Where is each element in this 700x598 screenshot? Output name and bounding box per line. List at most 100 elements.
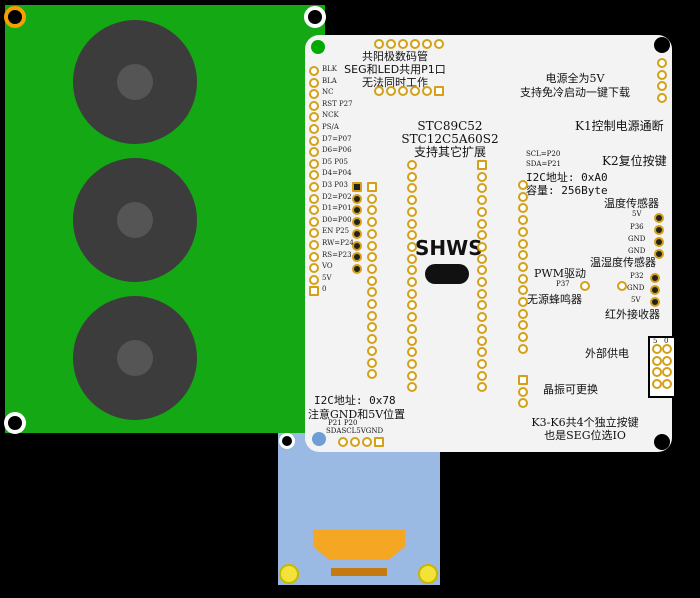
header-pin bbox=[407, 347, 417, 358]
scl-label: SCL=P20 bbox=[526, 150, 561, 158]
header-pin bbox=[657, 58, 667, 68]
header-pin bbox=[477, 218, 487, 229]
header-pin bbox=[657, 81, 667, 91]
header-pin bbox=[407, 183, 417, 194]
header-pin bbox=[650, 285, 660, 295]
eeprom-capacity: 容量: 256Byte bbox=[526, 184, 608, 197]
header-pin bbox=[352, 240, 362, 251]
k2-label: K2复位按键 bbox=[602, 154, 667, 168]
green-hole bbox=[311, 40, 325, 54]
header-pin bbox=[518, 297, 528, 307]
seg-note: 共阳极数码管 SEG和LED共用P1口 无法同时工作 bbox=[340, 50, 450, 89]
header-pin bbox=[398, 39, 408, 49]
lcd-pin bbox=[309, 251, 319, 262]
lcd-pin bbox=[309, 263, 319, 274]
header-pin bbox=[477, 265, 487, 276]
header-pin bbox=[407, 277, 417, 287]
digit-1 bbox=[73, 20, 197, 144]
header-pin bbox=[338, 437, 348, 447]
humid-pin: P32 bbox=[630, 272, 644, 280]
header-pin bbox=[407, 370, 417, 381]
eeprom-addr: I2C地址: 0xA0 bbox=[526, 171, 608, 184]
header-pin bbox=[477, 347, 487, 358]
lcd-pin-label: RW=P24 bbox=[322, 239, 354, 247]
lcd-pin-label: D0=P00 bbox=[322, 215, 352, 224]
header-pin bbox=[367, 275, 377, 286]
header-pin bbox=[352, 217, 362, 228]
header-pin bbox=[477, 171, 487, 182]
lcd-pin-label: EN P25 bbox=[322, 227, 350, 236]
header-pin bbox=[367, 287, 377, 298]
header-pin bbox=[407, 230, 417, 241]
lcd-pin-label: RS=P23 bbox=[322, 250, 352, 259]
header-pin bbox=[477, 300, 487, 311]
header-pin bbox=[518, 343, 528, 354]
header-pin bbox=[367, 299, 377, 309]
header-pin bbox=[407, 382, 417, 393]
header-pin bbox=[662, 344, 672, 354]
main-pcb bbox=[305, 35, 672, 452]
lcd-pin-label: D5 P05 bbox=[322, 157, 348, 166]
lcd-pin bbox=[309, 100, 319, 111]
lcd-pin bbox=[309, 228, 319, 239]
lcd-pin bbox=[309, 286, 319, 297]
header-pin bbox=[410, 86, 420, 96]
lcd-pin bbox=[309, 124, 319, 134]
header-pin bbox=[407, 312, 417, 323]
header-pin bbox=[477, 206, 487, 217]
oled-mount-hole bbox=[418, 564, 438, 584]
header-pin bbox=[367, 310, 377, 321]
header-pin bbox=[407, 160, 417, 170]
lcd-pin-label: D2=P02 bbox=[322, 192, 352, 201]
header-pin bbox=[407, 288, 417, 299]
header-pin bbox=[518, 180, 528, 190]
header-pin bbox=[518, 308, 528, 319]
mount-hole bbox=[4, 412, 26, 434]
temp-pin: P36 bbox=[630, 223, 644, 231]
header-pin bbox=[407, 241, 417, 252]
header-pin bbox=[367, 193, 377, 204]
header-pin bbox=[386, 39, 396, 49]
mount-hole bbox=[4, 6, 26, 28]
header-pin bbox=[367, 322, 377, 333]
header-pin bbox=[352, 228, 362, 239]
header-pin bbox=[352, 252, 362, 263]
mcu-label: STC89C52 STC12C5A60S2 支持其它扩展 bbox=[395, 120, 505, 159]
header-pin bbox=[407, 358, 417, 369]
header-pin bbox=[657, 69, 667, 80]
header-pin bbox=[367, 240, 377, 251]
header-pin bbox=[518, 332, 528, 343]
header-pin bbox=[350, 437, 360, 447]
header-pin bbox=[477, 230, 487, 241]
k1-label: K1控制电源通断 bbox=[575, 119, 664, 133]
header-pin bbox=[422, 86, 432, 96]
header-pin bbox=[518, 398, 528, 409]
header-pin bbox=[518, 261, 528, 272]
header-pin bbox=[410, 39, 420, 49]
lcd-pin-label: VO bbox=[322, 262, 333, 271]
lcd-pin bbox=[309, 89, 319, 100]
header-pin bbox=[367, 217, 377, 228]
header-pin bbox=[662, 355, 672, 366]
header-pin bbox=[518, 273, 528, 284]
header-pin bbox=[352, 205, 362, 216]
header-pin bbox=[477, 183, 487, 194]
header-pin bbox=[434, 39, 444, 49]
temp-pin: GND bbox=[628, 235, 646, 243]
header-pin bbox=[367, 228, 377, 239]
mcu-line: STC89C52 bbox=[417, 119, 483, 133]
header-pin bbox=[407, 265, 417, 276]
mount-hole bbox=[304, 6, 326, 28]
header-pin bbox=[477, 160, 487, 170]
header-pin bbox=[477, 195, 487, 206]
header-pin bbox=[518, 285, 528, 296]
oled-ribbon-end bbox=[331, 568, 387, 576]
power-line: 支持免冷启动一键下载 bbox=[520, 86, 630, 99]
lcd-pin bbox=[309, 240, 319, 250]
humid-pin: GND bbox=[627, 284, 645, 292]
header-pin bbox=[662, 367, 672, 378]
header-pin bbox=[650, 297, 660, 307]
lcd-pin bbox=[309, 170, 319, 181]
shws-logo: SHWS bbox=[415, 236, 483, 260]
lcd-pin-label: RST P27 bbox=[322, 99, 353, 108]
